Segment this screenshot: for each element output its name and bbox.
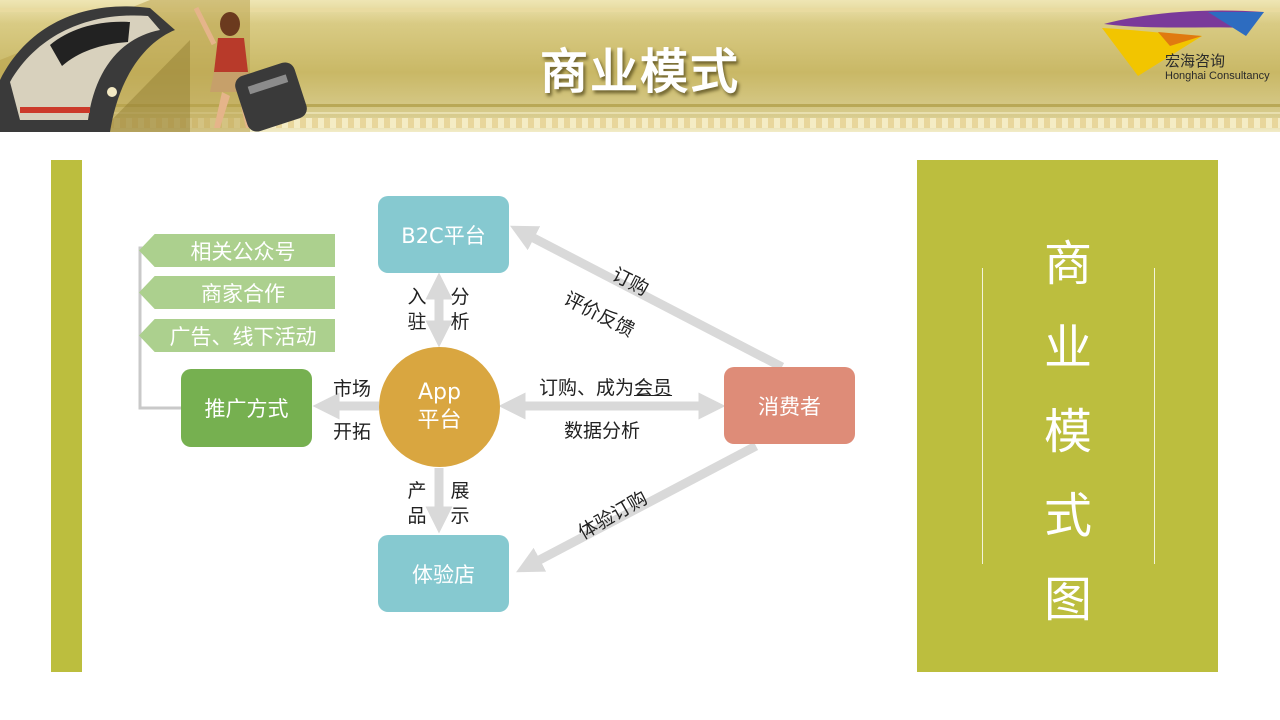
side-title-char: 模 bbox=[1043, 404, 1092, 460]
promo-tag: 广告、线下活动 bbox=[139, 319, 335, 352]
node-app-platform: App 平台 bbox=[379, 347, 500, 467]
edge-label-member-text: 会员 bbox=[634, 377, 673, 399]
honghai-logo bbox=[1102, 10, 1264, 76]
edge-label-char: 品 bbox=[407, 505, 427, 527]
app-label-line1: App bbox=[418, 380, 461, 405]
node-experience-store: 体验店 bbox=[378, 535, 509, 612]
banner-stripe bbox=[0, 8, 1280, 12]
edge-label-char: 驻 bbox=[407, 311, 427, 333]
edge-label-market: 市场 bbox=[333, 378, 372, 400]
panel-divider-line bbox=[1154, 268, 1155, 564]
promo-tag: 相关公众号 bbox=[139, 234, 335, 267]
logo-name-cn: 宏海咨询 bbox=[1165, 52, 1226, 70]
node-consumer: 消费者 bbox=[724, 367, 855, 444]
side-title-char: 业 bbox=[1043, 320, 1092, 376]
left-accent-bar bbox=[51, 160, 82, 672]
edge-label-expand: 开拓 bbox=[333, 421, 372, 443]
edge-label-settle: 入 驻 bbox=[406, 285, 428, 335]
side-title-char: 商 bbox=[1043, 236, 1092, 292]
edge-label-char: 析 bbox=[450, 311, 470, 333]
banner-stripe bbox=[0, 118, 1280, 128]
edge-label-char: 示 bbox=[450, 505, 470, 527]
header-banner: 商业模式 宏海咨询 Honghai Consultancy bbox=[0, 0, 1280, 132]
page-title: 商业模式 bbox=[539, 44, 740, 100]
edge-label-order-member: 订购、成为会员 bbox=[539, 373, 672, 400]
edge-label-analysis: 分 析 bbox=[449, 285, 471, 335]
app-label-line2: 平台 bbox=[417, 408, 462, 433]
side-title-panel bbox=[917, 160, 1218, 672]
edge-label-order-text: 订购、成为 bbox=[539, 377, 635, 399]
edge-label-display: 展 示 bbox=[449, 479, 471, 529]
edge-label-char: 入 bbox=[407, 286, 427, 308]
side-title-char: 图 bbox=[1043, 572, 1092, 628]
node-b2c-platform: B2C平台 bbox=[378, 196, 509, 273]
edge-label-char: 分 bbox=[450, 286, 470, 308]
promo-tag: 商家合作 bbox=[139, 276, 335, 309]
side-title: 商 业 模 式 图 bbox=[1018, 222, 1118, 642]
edge-label-data-analysis: 数据分析 bbox=[564, 420, 641, 442]
panel-divider-line bbox=[982, 268, 983, 564]
edge-label-char: 展 bbox=[450, 480, 470, 502]
node-promotion-methods: 推广方式 bbox=[181, 369, 312, 447]
arrow-consumer-b2c bbox=[510, 225, 785, 371]
edge-label-product: 产 品 bbox=[406, 479, 428, 529]
arrow-consumer-store bbox=[516, 442, 759, 573]
edge-label-char: 产 bbox=[407, 480, 427, 502]
train-traveler-illustration bbox=[0, 0, 307, 132]
banner-stripe bbox=[0, 112, 1280, 114]
logo-name-en: Honghai Consultancy bbox=[1165, 70, 1270, 82]
banner-stripe bbox=[0, 104, 1280, 107]
side-title-char: 式 bbox=[1043, 488, 1092, 544]
